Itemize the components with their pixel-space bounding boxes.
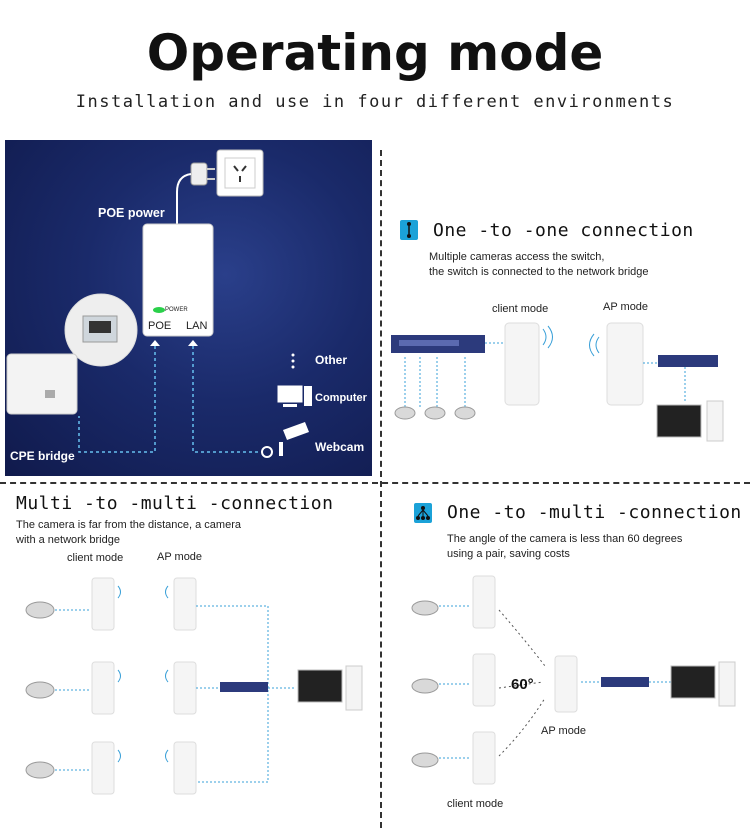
page-title: Operating mode: [146, 24, 604, 82]
one-to-multi-heading: One -to -multi -connection: [447, 502, 742, 523]
webcam-icon: [283, 422, 309, 440]
poe-port-label: POE: [148, 320, 172, 332]
multi-to-multi-heading: Multi -to -multi -connection: [16, 493, 334, 514]
one-to-one-desc-1: Multiple cameras access the switch,: [429, 251, 605, 263]
multi-to-multi-client-mode-label: client mode: [67, 552, 124, 564]
cpe-bridge-label: CPE bridge: [10, 449, 75, 463]
one-to-one-icon: [400, 220, 418, 240]
multi-to-multi-desc-2: with a network bridge: [16, 534, 120, 546]
one-to-one-diagram: [391, 322, 724, 442]
one-to-one-client-mode-label: client mode: [492, 303, 549, 315]
multi-to-multi-diagram: [25, 577, 363, 795]
one-to-one-desc-2: the switch is connected to the network b…: [429, 266, 649, 278]
poe-wiring-svg: [6, 149, 312, 458]
monitor-icon: [670, 665, 716, 699]
one-to-multi-ap-mode-label: AP mode: [541, 725, 587, 737]
computer-icon: [277, 385, 303, 403]
client-bridge-icon: [91, 577, 115, 795]
cpe-bridge-device-icon: [6, 353, 78, 415]
power-led-label: POWER: [165, 307, 188, 313]
other-label: Other: [315, 353, 348, 367]
one-to-multi-desc-1: The angle of the camera is less than 60 …: [447, 533, 683, 545]
one-to-one-ap-mode-label: AP mode: [603, 301, 649, 313]
camera-icon: [394, 406, 476, 420]
client-bridge-icon: [472, 575, 496, 785]
monitor-icon: [656, 404, 702, 438]
webcam-label: Webcam: [315, 440, 365, 454]
switch-icon: [220, 682, 268, 692]
poe-power-label: POE power: [98, 206, 165, 220]
power-plug-icon: [190, 162, 208, 186]
multi-to-multi-desc-1: The camera is far from the distance, a c…: [16, 519, 241, 531]
ap-bridge-icon: [606, 322, 644, 406]
camera-icon: [25, 601, 55, 779]
wall-socket-icon: [216, 149, 264, 197]
page-subtitle: Installation and use in four different e…: [75, 92, 675, 112]
ap-bridge-icon: [173, 577, 197, 795]
ap-bridge-icon: [554, 655, 578, 713]
one-to-one-heading: One -to -one connection: [433, 220, 694, 241]
one-to-multi-client-mode-label: client mode: [447, 798, 504, 810]
one-to-multi-diagram: [411, 575, 736, 785]
client-bridge-icon: [504, 322, 540, 406]
horizontal-divider: [0, 482, 750, 484]
angle-label: 60°: [511, 676, 534, 693]
one-to-multi-icon: [414, 503, 432, 523]
vertical-divider: [380, 150, 382, 828]
poe-panel: POE power POWER POE LAN Other Computer W…: [5, 140, 372, 476]
monitor-icon: [297, 669, 343, 703]
camera-icon: [411, 600, 439, 768]
computer-label: Computer: [315, 392, 367, 404]
ap-switch-icon: [658, 355, 718, 367]
multi-to-multi-ap-mode-label: AP mode: [157, 551, 203, 563]
lan-port-label: LAN: [186, 320, 208, 332]
one-to-multi-desc-2: using a pair, saving costs: [447, 548, 570, 560]
switch-icon: [601, 677, 649, 687]
